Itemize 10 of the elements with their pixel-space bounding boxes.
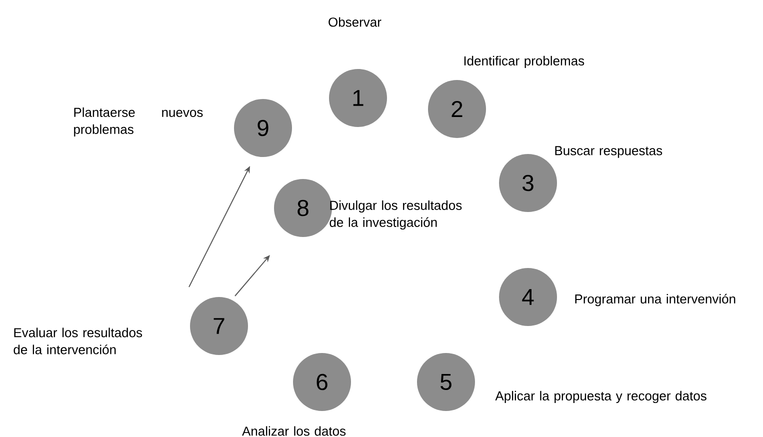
step-label: Evaluar los resultados de la intervención bbox=[14, 328, 142, 354]
step-label: Observar bbox=[328, 17, 382, 27]
step-label: Aplicar la propuesta y recoger datos bbox=[495, 390, 706, 404]
step-label: Divulgar los resultados de la investigación bbox=[330, 200, 462, 230]
arrow bbox=[234, 255, 270, 296]
step-label: Analizar los datos bbox=[242, 426, 346, 436]
step-label: Buscar respuestas bbox=[555, 146, 662, 158]
step-label: Plantaerse nuevos problemas bbox=[74, 107, 203, 137]
step-label: Programar una intervenvión bbox=[575, 294, 736, 306]
step-label: Identificar problemas bbox=[464, 56, 584, 68]
